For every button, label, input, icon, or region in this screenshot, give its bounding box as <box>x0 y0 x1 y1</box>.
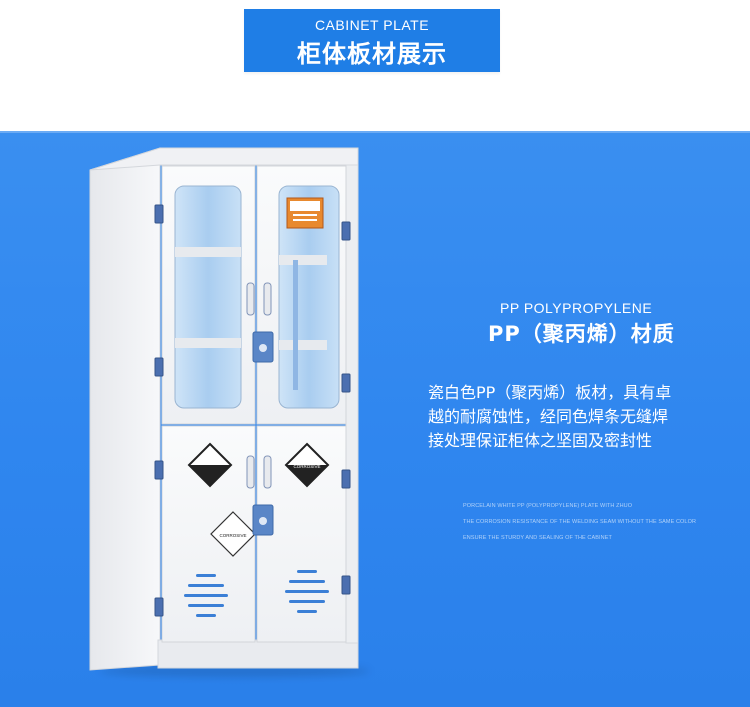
feature-description: 瓷白色PP（聚丙烯）板材，具有卓 越的耐腐蚀性，经同色焊条无缝焊 接处理保证柜体… <box>428 381 748 453</box>
upper-left-glass <box>174 185 242 409</box>
feature-title-en: PP POLYPROPYLENE <box>500 300 653 316</box>
vent-slots-left <box>184 574 228 617</box>
cabinet-base <box>157 639 359 669</box>
shelf <box>279 340 327 350</box>
cabinet-top <box>89 147 359 171</box>
svg-text:CORROSIVE: CORROSIVE <box>293 464 320 469</box>
feature-title-cn: PP（聚丙烯）材质 <box>488 322 675 346</box>
fine-print-line: THE CORROSION RESISTANCE OF THE WELDING … <box>463 519 697 525</box>
shelf <box>175 338 241 348</box>
corrosive-hazard-icon: CORROSIVE <box>284 442 330 488</box>
corrosive-sign-left: CORROSIVE <box>210 511 256 557</box>
section-header-badge: CABINET PLATE 柜体板材展示 <box>244 9 500 72</box>
description-line: 瓷白色PP（聚丙烯）板材，具有卓 <box>428 383 672 402</box>
flammable-warning-label-icon <box>286 197 324 229</box>
lower-left-door: CORROSIVE <box>161 425 256 643</box>
cabinet-left-side <box>89 147 161 671</box>
description-line: 接处理保证柜体之坚固及密封性 <box>428 431 653 450</box>
fine-print-line: PORCELAIN WHITE PP (POLYPROPYLENE) PLATE… <box>463 503 633 509</box>
lower-door-handles <box>246 455 274 536</box>
shelf <box>279 255 327 265</box>
description-line: 越的耐腐蚀性，经同色焊条无缝焊 <box>428 407 669 426</box>
fine-print-line: ENSURE THE STURDY AND SEALING OF THE CAB… <box>463 535 612 541</box>
upper-door-handles <box>246 282 274 363</box>
vent-slots-right <box>285 570 329 613</box>
section-title-en: CABINET PLATE <box>314 17 430 33</box>
corrosive-hazard-icon <box>187 442 233 488</box>
shelf <box>175 247 241 257</box>
section-title-cn: 柜体板材展示 <box>297 40 447 68</box>
upper-left-door <box>161 165 256 425</box>
svg-text:CORROSIVE: CORROSIVE <box>219 533 246 538</box>
upper-right-door <box>256 165 347 425</box>
door-hinges <box>154 204 351 617</box>
shelf-bracket <box>293 260 298 390</box>
